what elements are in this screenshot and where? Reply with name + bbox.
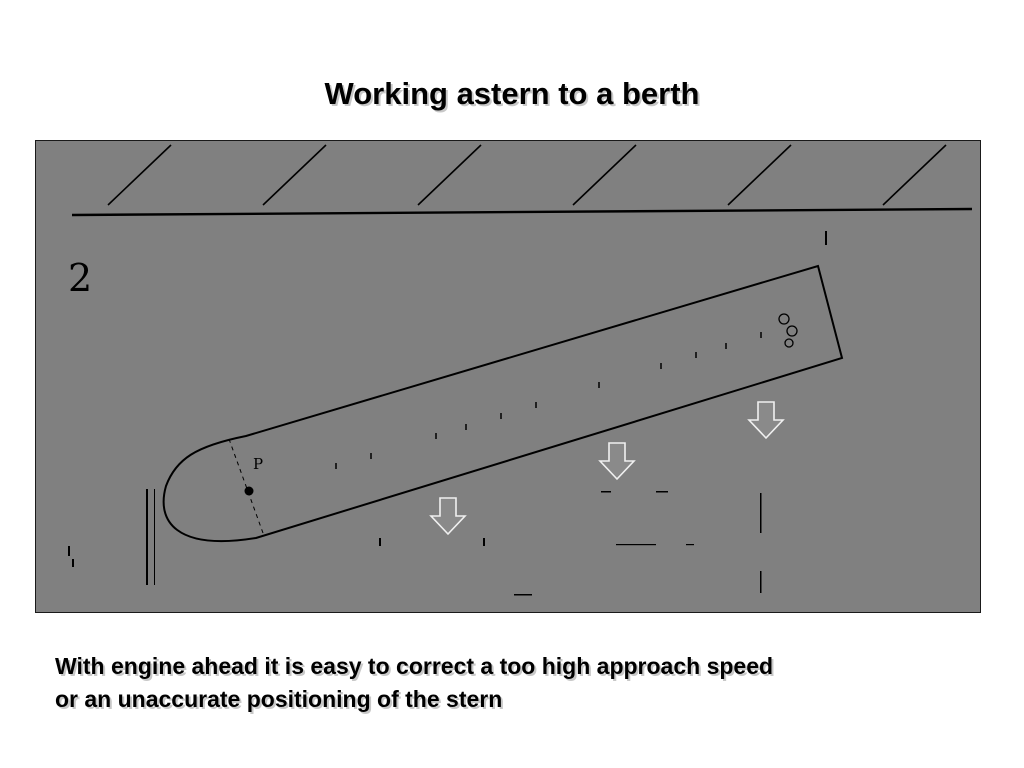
down-arrow-icon-2 [598, 442, 636, 481]
diagram-drawing [68, 144, 973, 596]
down-arrow-icon-3 [747, 401, 785, 440]
down-arrow-icon-1 [429, 497, 467, 536]
hull-centerline-dashes [335, 332, 762, 469]
slide-caption: With engine ahead it is easy to correct … [55, 650, 995, 716]
pivot-crossline [228, 438, 264, 534]
caption-line-2: or an unaccurate positioning of the ster… [55, 686, 503, 712]
step-number: 2 [68, 256, 93, 300]
scan-speckles [68, 231, 827, 596]
rudder-propeller-mark [778, 313, 798, 348]
pivot-point-marker [244, 486, 254, 496]
slide-title: Working astern to a berth [324, 76, 700, 111]
pivot-point-label: P [253, 455, 264, 473]
ship-hull-outline [162, 264, 844, 543]
caption-line-1: With engine ahead it is easy to correct … [55, 653, 774, 679]
berthing-diagram: 2 P [35, 140, 981, 613]
quay-edge-line [71, 207, 973, 217]
quay-hatching [107, 144, 947, 206]
